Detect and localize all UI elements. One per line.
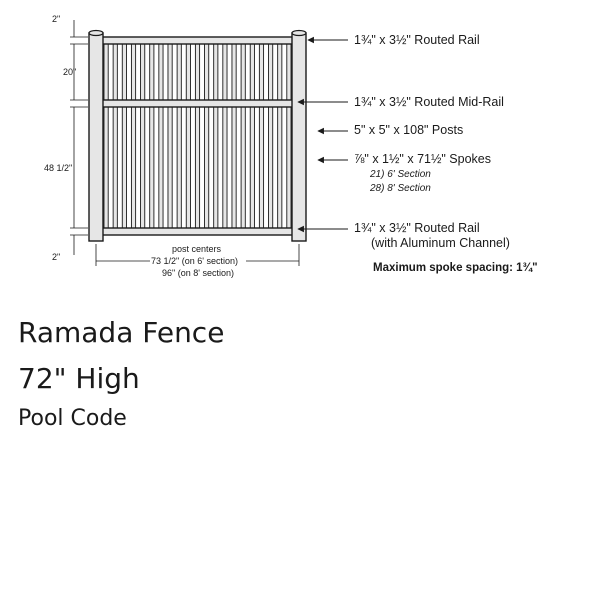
spoke	[149, 43, 155, 101]
spoke	[240, 43, 246, 101]
spacing-note: Maximum spoke spacing: 1¾"	[373, 262, 538, 274]
spoke	[185, 43, 191, 101]
spoke	[185, 106, 191, 229]
spoke	[103, 106, 109, 229]
spokes-8ft-count: 28) 8' Section	[370, 183, 431, 194]
spoke	[130, 106, 137, 229]
lower-section-dimension: 48 1/2"	[44, 163, 73, 173]
upper-section-dimension: 20"	[63, 67, 77, 77]
top-gap-dimension: 2"	[52, 14, 61, 24]
spoke	[286, 43, 292, 101]
spoke	[167, 106, 173, 229]
spoke	[140, 106, 146, 229]
left-post	[88, 29, 104, 242]
upper-spokes	[103, 43, 292, 101]
mid-rail	[100, 99, 295, 108]
spoke	[194, 43, 201, 101]
spoke	[149, 106, 155, 229]
post-centers-dimension	[95, 244, 300, 266]
spoke	[222, 106, 228, 229]
spoke	[176, 43, 182, 101]
bottom-rail-label: 1¾" x 3½" Routed Rail	[354, 221, 480, 235]
spoke	[258, 106, 265, 229]
spoke	[204, 43, 210, 101]
vertical-dimension-lines	[70, 20, 88, 255]
spoke	[249, 43, 255, 101]
spoke	[130, 43, 137, 101]
spoke	[140, 43, 146, 101]
spoke	[167, 43, 173, 101]
bottom-rail-note: (with Aluminum Channel)	[371, 236, 510, 250]
mid-rail-label: 1¾" x 3½" Routed Mid-Rail	[354, 95, 504, 109]
width-6ft-dimension: 73 1/2" (on 6' section)	[151, 256, 238, 266]
spoke	[213, 106, 219, 229]
right-post	[291, 29, 307, 242]
spoke	[277, 43, 283, 101]
spoke	[231, 43, 237, 101]
product-subtitle: Pool Code	[18, 406, 127, 431]
spoke	[112, 43, 118, 101]
width-8ft-dimension: 96" (on 8' section)	[162, 268, 234, 278]
spoke	[240, 106, 246, 229]
product-title: Ramada Fence	[18, 316, 225, 349]
spoke	[204, 106, 210, 229]
bottom-rail	[100, 227, 295, 236]
spoke	[249, 106, 255, 229]
spoke	[158, 106, 164, 229]
fence-diagram	[70, 20, 348, 266]
spoke	[268, 43, 274, 101]
spoke	[231, 106, 237, 229]
spoke	[286, 106, 292, 229]
lower-spokes	[103, 106, 292, 229]
spoke	[258, 43, 265, 101]
posts-label: 5" x 5" x 108" Posts	[354, 123, 464, 137]
spoke	[103, 43, 109, 101]
spoke	[268, 106, 274, 229]
spoke	[194, 106, 201, 229]
spoke	[222, 43, 228, 101]
product-height: 72" High	[18, 362, 140, 395]
spokes-6ft-count: 21) 6' Section	[370, 169, 431, 180]
spoke	[176, 106, 182, 229]
post-centers-label: post centers	[172, 244, 222, 254]
spoke	[121, 106, 127, 229]
spokes-label: ⅞" x 1½" x 71½" Spokes	[354, 152, 491, 166]
leader-arrows	[297, 36, 348, 233]
spoke	[213, 43, 219, 101]
spoke	[158, 43, 164, 101]
top-rail	[100, 36, 295, 45]
spoke	[112, 106, 118, 229]
bottom-gap-dimension: 2"	[52, 252, 61, 262]
spoke	[277, 106, 283, 229]
spoke	[121, 43, 127, 101]
top-rail-label: 1¾" x 3½" Routed Rail	[354, 33, 480, 47]
